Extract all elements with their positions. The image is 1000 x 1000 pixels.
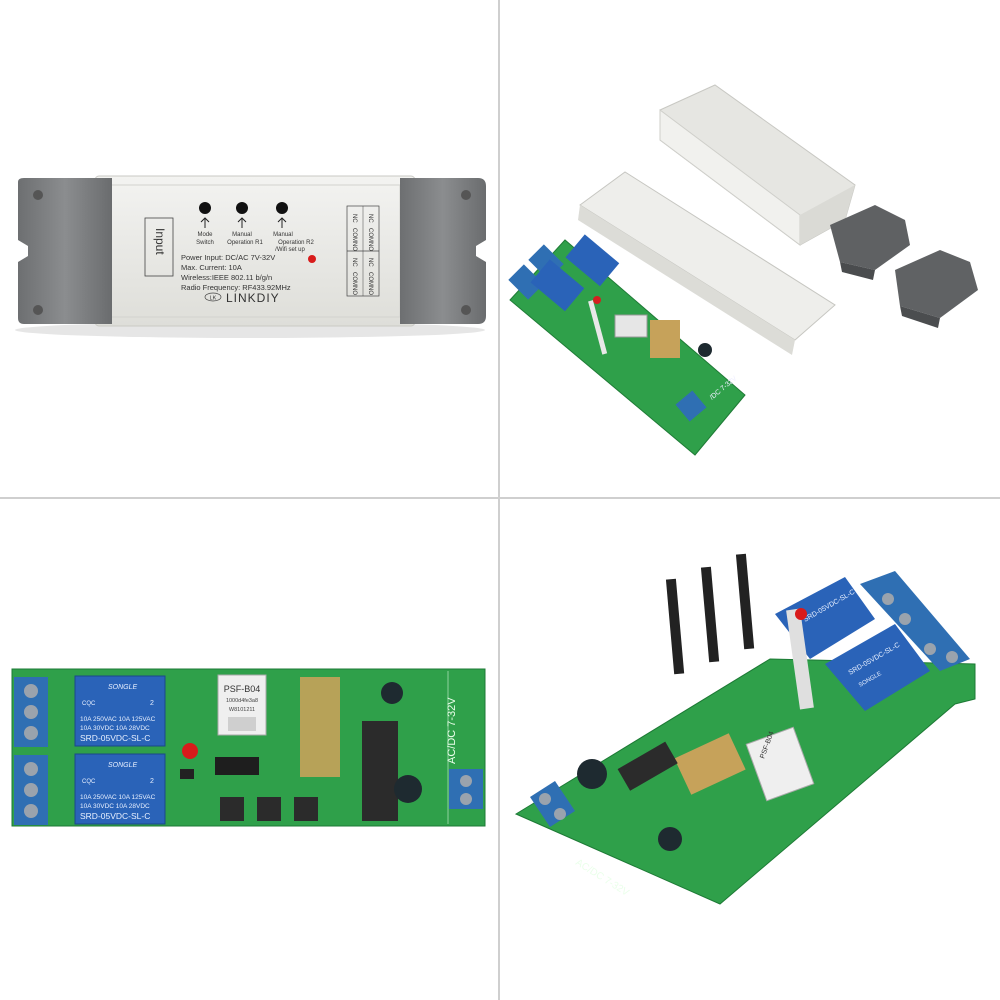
- terminal-block-perspective: [860, 571, 970, 671]
- terminal-nc-4: NC: [367, 258, 373, 267]
- terminal-com-2: COM: [367, 228, 373, 242]
- ic-chip: [215, 757, 259, 775]
- grid-divider-vertical: [498, 0, 500, 1000]
- module-name: PSF-B04: [224, 684, 261, 694]
- mode-switch-button[interactable]: [199, 202, 211, 228]
- panel-pcb-perspective: SRD-05VDC-SL-C SRD-05VDC-SL-C SONGLE PSF…: [500, 499, 998, 1000]
- relay-2-cert: 2: [150, 778, 154, 785]
- end-cap-1: [830, 205, 910, 280]
- relay-1: SONGLE CQC 2 10A 250VAC 10A 125VAC 10A 3…: [74, 675, 166, 747]
- terminal-com-3: COM: [351, 272, 357, 286]
- module-serial: W8101211: [229, 707, 255, 713]
- terminal-nc-2: NC: [367, 214, 373, 223]
- operation-r1-label: Operation R1: [227, 240, 263, 246]
- relay-2-brand: SONGLE: [108, 762, 138, 769]
- button-post-1: [665, 578, 685, 675]
- right-end-cap: [400, 178, 486, 324]
- capacitor-1: [381, 682, 403, 704]
- housing-top-shell: [659, 84, 856, 246]
- manual-label-2: Manual: [273, 232, 293, 238]
- panel-pcb-top-view: SONGLE CQC 2 10A 250VAC 10A 125VAC 10A 3…: [0, 499, 498, 1000]
- panel-disassembled: /DC 7-32V: [500, 0, 998, 497]
- relay-2-cqc: CQC: [82, 779, 96, 785]
- logo-mark: LK: [210, 296, 217, 302]
- relay-2-rating-1: 10A 250VAC 10A 125VAC: [80, 794, 156, 801]
- terminal-block-2: [14, 755, 48, 825]
- push-button-2: [257, 797, 281, 821]
- terminal-no-1: NO: [351, 242, 357, 251]
- capacitor-2: [394, 775, 422, 803]
- housing-bottom-shell: [578, 171, 836, 355]
- relay-1-model: SRD-05VDC-SL-C: [80, 733, 150, 743]
- end-cap-2: [895, 250, 978, 328]
- capacitor-perspective-2: [658, 827, 682, 851]
- left-end-cap: [18, 178, 112, 324]
- disassembled-photo: /DC 7-32V: [508, 84, 978, 456]
- terminal-no-2: NO: [367, 242, 373, 251]
- terminal-no-3: NO: [351, 286, 357, 295]
- pcb-perspective-photo: SRD-05VDC-SL-C SRD-05VDC-SL-C SONGLE PSF…: [514, 553, 976, 905]
- assembled-device-photo: Input Mode Switch Manual Operation R1 Ma…: [15, 175, 486, 338]
- pcb-board-perspective: [514, 658, 976, 905]
- terminal-nc-3: NC: [351, 258, 357, 267]
- terminal-block-1: [14, 677, 48, 747]
- button-post-2: [700, 566, 720, 663]
- red-led: [182, 743, 198, 759]
- wifi-module: PSF-B04 1000d4fe3a8 W8101211: [217, 674, 267, 736]
- grid-divider-horizontal: [0, 497, 1000, 499]
- relay-perspective-2: SRD-05VDC-SL-C SONGLE: [825, 624, 930, 711]
- relay-2-rating-2: 10A 30VDC 10A 28VDC: [80, 803, 150, 810]
- input-label: Input: [153, 228, 167, 255]
- rf-receiver-perspective: [674, 733, 746, 795]
- relay-1-cert: 2: [150, 700, 154, 707]
- coil-antenna: [362, 721, 398, 821]
- panel-assembled-device: Input Mode Switch Manual Operation R1 Ma…: [0, 0, 498, 497]
- operation-r2-label: Operation R2: [278, 240, 314, 246]
- relay-2-model: SRD-05VDC-SL-C: [80, 811, 150, 821]
- coil-perspective: [617, 741, 678, 791]
- relay-1-rating-2: 10A 30VDC 10A 28VDC: [80, 725, 150, 732]
- spec-radio: Radio Frequency: RF433.92MHz: [181, 283, 291, 292]
- brand-name: LINKDIY: [226, 291, 280, 305]
- mode-label: Mode: [197, 232, 213, 238]
- spec-current: Max. Current: 10A: [181, 263, 242, 272]
- switch-label: Switch: [196, 240, 214, 246]
- manual-r1-button[interactable]: [236, 202, 248, 228]
- manual-label-1: Manual: [232, 232, 252, 238]
- relay-1-rating-1: 10A 250VAC 10A 125VAC: [80, 716, 156, 723]
- relay-2: SONGLE CQC 2 10A 250VAC 10A 125VAC 10A 3…: [74, 753, 166, 825]
- module-code: 1000d4fe3a8: [226, 698, 258, 704]
- relay-1-brand: SONGLE: [108, 684, 138, 691]
- spec-power: Power Input: DC/AC 7V-32V: [181, 253, 275, 262]
- terminal-com-1: COM: [351, 228, 357, 242]
- push-button-3: [294, 797, 318, 821]
- pcb-top-photo: SONGLE CQC 2 10A 250VAC 10A 125VAC 10A 3…: [11, 668, 486, 827]
- voltage-label-perspective: AC/DC 7-32V: [573, 857, 630, 899]
- terminal-nc-1: NC: [351, 214, 357, 223]
- status-led: [308, 255, 316, 263]
- manual-r2-button[interactable]: [276, 202, 288, 228]
- wifi-module-perspective: [745, 726, 815, 802]
- push-button-1: [220, 797, 244, 821]
- relay-1-cqc: CQC: [82, 701, 96, 707]
- rf-receiver: [300, 677, 340, 777]
- terminal-com-4: COM: [367, 272, 373, 286]
- pcb-board: /DC 7-32V: [508, 234, 746, 456]
- terminal-no-4: NO: [367, 286, 373, 295]
- voltage-label: AC/DC 7-32V: [446, 697, 458, 764]
- led-pipe: [786, 608, 814, 710]
- spec-wireless: Wireless:IEEE 802.11 b/g/n: [181, 273, 272, 282]
- capacitor-perspective-1: [577, 759, 607, 789]
- button-post-3: [735, 553, 755, 650]
- wifi-setup-label: /Wifi set up: [275, 247, 305, 253]
